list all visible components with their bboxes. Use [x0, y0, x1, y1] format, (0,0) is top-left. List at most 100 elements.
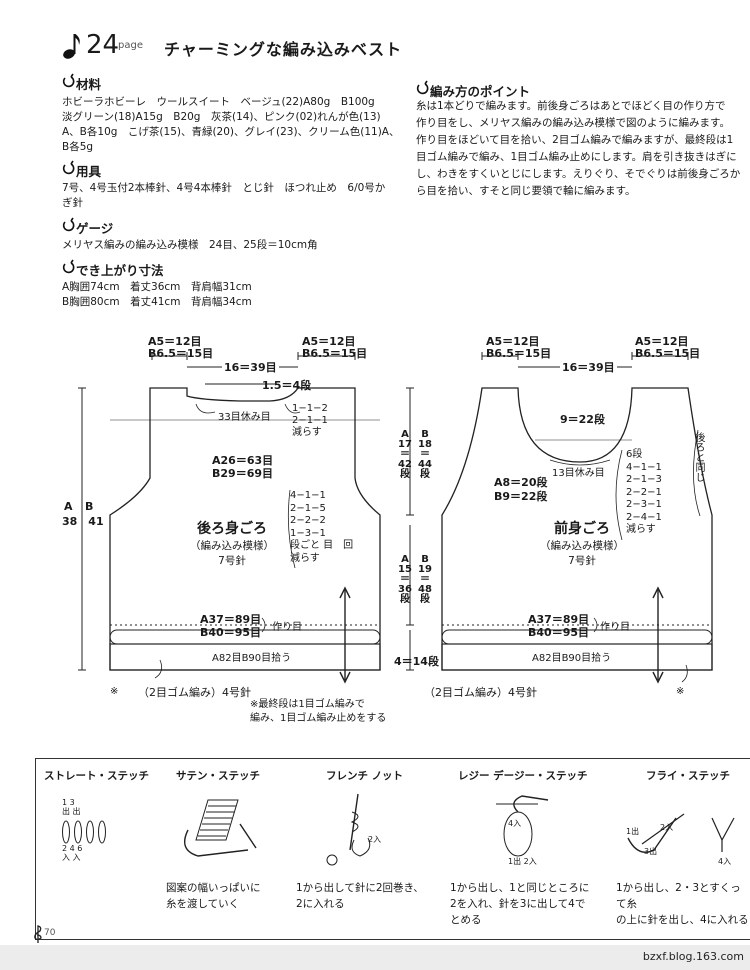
materials-line-1: ホビーラホビーレ ウールスイート ベージュ(22)A80g B100g — [62, 96, 375, 108]
stitch-desc-fly: 1から出し、2・3とすくって糸 の上に針を出し、4に入れる — [616, 882, 749, 926]
lazy-daisy-mark-2: 1出 2入 — [508, 857, 537, 866]
page-number: 70 — [44, 928, 56, 938]
back-neck-rest: 33目休み目 — [218, 412, 271, 423]
materials-line-3: A、B各10g こげ茶(15)、青緑(20)、グレイ(23)、クリーム色(11)… — [62, 126, 400, 138]
front-shoulder-b-right: B6.5＝15目 — [635, 347, 701, 360]
tools-heading: 用具 — [76, 164, 102, 179]
front-lower-b: B 19 ＝ 48 段 — [418, 554, 432, 605]
front-upper-b: B 18 ＝ 44 段 — [418, 429, 432, 480]
front-cast-label: 作り目 — [600, 622, 630, 633]
page-header: 24 page チャーミングな編み込みベスト — [62, 30, 462, 64]
back-height-b: B — [85, 500, 94, 513]
bullet-icon — [416, 80, 429, 95]
back-width-a: A26＝63目 — [212, 454, 274, 467]
back-cast-a: A37＝89目 — [200, 613, 262, 626]
stitch-title-straight: ストレート・ステッチ — [44, 770, 149, 782]
bullet-icon — [62, 259, 75, 274]
size-line-b: B胸囲80cm 着丈41cm 背肩幅34cm — [62, 296, 252, 308]
front-upper-a: A 17 ＝ 42 段 — [398, 429, 412, 480]
back-hem-pick: A82目B90目拾う — [212, 653, 292, 664]
french-knot-illustration — [326, 793, 371, 866]
page-title: チャーミングな編み込みベスト — [164, 40, 403, 59]
satin-stitch-illustration — [184, 799, 257, 857]
back-body-pattern: （編み込み模様） — [190, 540, 274, 552]
front-hem-rib: （2目ゴム編み）4号針 — [424, 686, 537, 699]
back-body-diagram — [78, 352, 381, 684]
points-line-4: 目ゴム編みで編み、1目ゴム編み止めにします。肩を引き抜きはぎに — [416, 151, 737, 163]
materials-line-4: B各5g — [62, 141, 94, 153]
front-cast-b: B40＝95目 — [528, 626, 589, 639]
page-title-page-word: page — [118, 40, 143, 51]
points-line-3: 作り目をほどいて目を拾い、2目ゴム編みで編みますが、最終段は1 — [416, 134, 734, 146]
stitch-desc-lazy-daisy: 1から出し、1と同じところに 2を入れ、針を3に出して4で とめる — [450, 882, 590, 926]
tools-line-1: 7号、4号玉付2本棒針、4号4本棒針 とじ針 ほつれ止め 6/0号か — [62, 182, 386, 194]
tools-line-2: ぎ針 — [62, 197, 83, 209]
watermark: bzxf.blog.163.com — [642, 950, 744, 963]
back-cast-b: B40＝95目 — [200, 626, 261, 639]
back-body-needle: 7号針 — [218, 555, 246, 567]
straight-stitch-nums-bottom: 2 4 6 入 入 — [62, 844, 83, 862]
back-body-name: 後ろ身ごろ — [197, 521, 267, 537]
front-body-label: 前身ごろ （編み込み模様） 7号針 — [522, 518, 642, 568]
stitch-title-lazy-daisy: レジー デージー・ステッチ — [458, 770, 588, 782]
stitch-title-satin: サテン・ステッチ — [176, 770, 260, 782]
bullet-icon — [62, 160, 75, 175]
back-width-b: B29＝69目 — [212, 467, 273, 480]
gauge-text: メリヤス編みの編み込み模様 24目、25段＝10cm角 — [62, 239, 318, 251]
front-neck-side-a: A8＝20段 — [494, 476, 548, 489]
front-neck-side-b: B9＝22段 — [494, 490, 548, 503]
fly-mark-2: 2入 — [660, 823, 674, 832]
back-shoulder-a-left: A5＝12目 — [148, 335, 202, 348]
front-rib-rows: 4＝14段 — [394, 655, 439, 668]
gauge-heading: ゲージ — [76, 221, 114, 236]
front-shoulder-a-right: A5＝12目 — [635, 335, 689, 348]
size-line-a: A胸囲74cm 着丈36cm 背肩幅31cm — [62, 281, 252, 293]
front-neck-decrease: 6段 4−1−1 2−1−3 2−2−1 2−3−1 2−4−1 減らす — [626, 449, 662, 535]
fly-mark-1: 1出 — [626, 827, 640, 836]
back-neck-decrease: 1−1−2 2−1−1 減らす — [292, 403, 328, 438]
fly-stitch-illustration — [627, 813, 735, 853]
french-knot-mark: 2入 — [368, 835, 382, 844]
front-body-diagram — [406, 352, 713, 684]
front-same-as-back: 後ろと同じ — [693, 432, 704, 482]
stitch-desc-satin: 図案の幅いっぱいに 糸を渡していく — [166, 882, 261, 910]
straight-stitch-nums-top: 1 3 出 出 — [62, 798, 81, 816]
front-lower-a: A 15 ＝ 36 段 — [398, 554, 412, 605]
back-hem-rib: （2目ゴム編み）4号針 — [138, 686, 251, 699]
size-heading: でき上がり寸法 — [76, 263, 164, 278]
front-hem-note-mark: ※ — [676, 686, 685, 697]
back-height-a: A — [64, 500, 73, 513]
back-hem-note-mark: ※ — [110, 686, 119, 697]
front-hem-pick: A82目B90目拾う — [532, 653, 612, 664]
front-shoulder-a-left: A5＝12目 — [486, 335, 540, 348]
back-cast-label: 作り目 — [272, 622, 302, 633]
back-body-label: 後ろ身ごろ （編み込み模様） 7号針 — [172, 518, 292, 568]
points-line-2: 作り目をし、メリヤス編みの編み込み模様で図のように編みます。 — [416, 117, 730, 129]
points-text: 糸は1本どりで編みます。前後身ごろはあとでほどく目の作り方で 作り目をし、メリヤ… — [416, 98, 750, 200]
stitch-title-fly: フライ・ステッチ — [646, 770, 730, 782]
stitch-title-french-knot: フレンチ ノット — [326, 770, 403, 782]
lazy-daisy-illustration — [496, 795, 549, 857]
front-body-needle: 7号針 — [568, 555, 596, 567]
points-line-5: し、わきをすくいとじにします。えりぐり、そでぐりは前後身ごろか — [416, 168, 741, 180]
front-neck-width: 16＝39目 — [560, 359, 617, 375]
materials-line-2: 淡グリーン(18)A15g B20g 灰茶(14)、ピンク(02)れんが色(13… — [62, 111, 381, 123]
stitch-guide-box — [35, 758, 750, 940]
front-body-pattern: （編み込み模様） — [540, 540, 624, 552]
front-cast-a: A37＝89目 — [528, 613, 590, 626]
back-height-values: 38 41 — [62, 515, 104, 528]
front-body-name: 前身ごろ — [554, 521, 610, 537]
page-title-number: 24 — [86, 30, 120, 60]
bullet-icon — [62, 73, 75, 88]
back-final-row-note: ※最終段は1目ゴム編みで 編み、1目ゴム編み止めをする — [250, 699, 387, 724]
points-line-1: 糸は1本どりで編みます。前後身ごろはあとでほどく目の作り方で — [416, 100, 726, 112]
fly-mark-4: 4入 — [718, 857, 732, 866]
straight-stitch-illustration — [62, 820, 106, 844]
treble-clef-icon — [34, 925, 42, 943]
bullet-icon — [62, 217, 75, 232]
points-line-6: ら目を拾い、すそと同じ要領で輪に編みます。 — [416, 185, 636, 197]
back-neck-depth: 1.5＝4段 — [262, 379, 312, 392]
front-neck-depth: 9＝22段 — [560, 413, 605, 426]
materials-heading: 材料 — [76, 77, 102, 92]
back-armhole-decrease: 4−1−1 2−1−5 2−2−2 1−3−1 段ごと 目 回 減らす — [290, 490, 354, 564]
